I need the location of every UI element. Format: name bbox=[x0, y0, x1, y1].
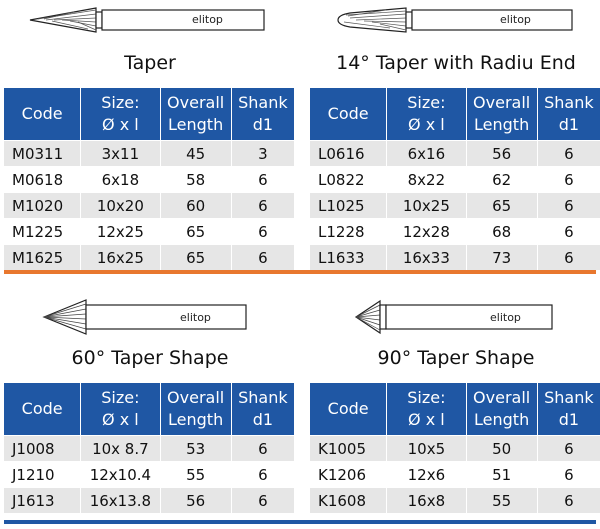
panel-title: 60° Taper Shape bbox=[71, 347, 229, 369]
panel-title: 14° Taper with Radiu End bbox=[336, 52, 576, 74]
header-size: Size:Ø x l bbox=[80, 383, 161, 436]
header-code: Code bbox=[310, 88, 388, 141]
panel-title: Taper bbox=[124, 52, 176, 74]
header-size: Size:Ø x l bbox=[386, 383, 467, 436]
brand-label: elitop bbox=[500, 13, 531, 26]
section-divider-orange bbox=[4, 270, 596, 274]
header-size: Size:Ø x l bbox=[80, 88, 161, 141]
header-size: Size:Ø x l bbox=[386, 88, 467, 141]
section-divider-blue bbox=[4, 520, 596, 524]
header-code: Code bbox=[4, 88, 82, 141]
brand-label: elitop bbox=[192, 13, 223, 26]
brand-label: elitop bbox=[180, 311, 211, 324]
panel-title: 90° Taper Shape bbox=[377, 347, 535, 369]
cone-90-burr-icon: elitop bbox=[310, 295, 600, 339]
cone-60-burr-icon: elitop bbox=[4, 295, 296, 339]
radius-taper-burr-icon: elitop bbox=[310, 0, 600, 44]
brand-label: elitop bbox=[490, 311, 521, 324]
header-code: Code bbox=[4, 383, 82, 436]
taper-burr-icon: elitop bbox=[4, 0, 296, 44]
header-code: Code bbox=[310, 383, 388, 436]
